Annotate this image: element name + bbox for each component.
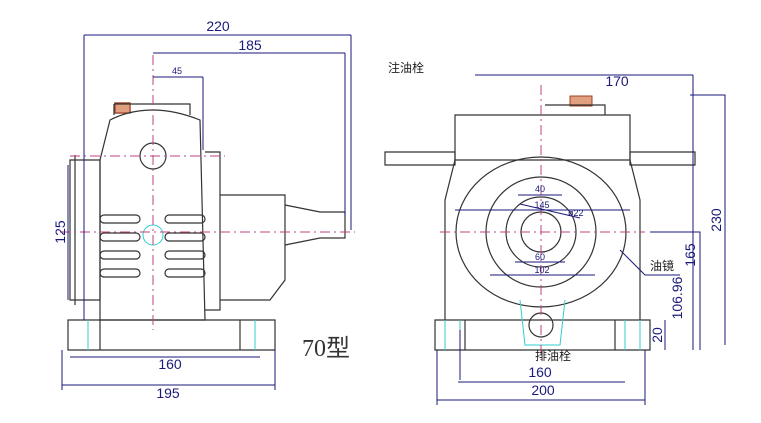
dim-195: 195 [156, 385, 180, 401]
dim-102: 102 [534, 265, 549, 275]
dim-45: 45 [172, 66, 182, 76]
dim-160-right: 160 [528, 364, 552, 380]
left-view: 220 185 45 125 160 195 70型 [52, 18, 355, 401]
dim-200: 200 [531, 382, 555, 398]
dim-165: 165 [682, 243, 698, 267]
oil-plug-icon [569, 95, 593, 107]
oil-drain-plug-label: 排油栓 [535, 348, 571, 363]
dim-145: 145 [534, 200, 549, 210]
right-view: 注油栓 170 40 145 ø22 60 102 油镜 230 165 106… [384, 60, 726, 405]
dim-106-96: 106.96 [669, 276, 685, 319]
dim-phi22: ø22 [568, 208, 584, 218]
dim-160: 160 [158, 356, 182, 372]
dim-185: 185 [238, 37, 262, 53]
dim-40: 40 [535, 184, 545, 194]
dim-60: 60 [535, 252, 545, 262]
model-title: 70型 [302, 335, 350, 362]
dim-230: 230 [708, 208, 724, 232]
oil-sight-label: 油镜 [650, 258, 674, 273]
dim-20: 20 [649, 327, 665, 343]
oil-fill-plug-label: 注油栓 [388, 60, 424, 75]
dim-170: 170 [605, 73, 629, 89]
dim-220: 220 [206, 18, 230, 34]
dim-125: 125 [52, 220, 68, 244]
